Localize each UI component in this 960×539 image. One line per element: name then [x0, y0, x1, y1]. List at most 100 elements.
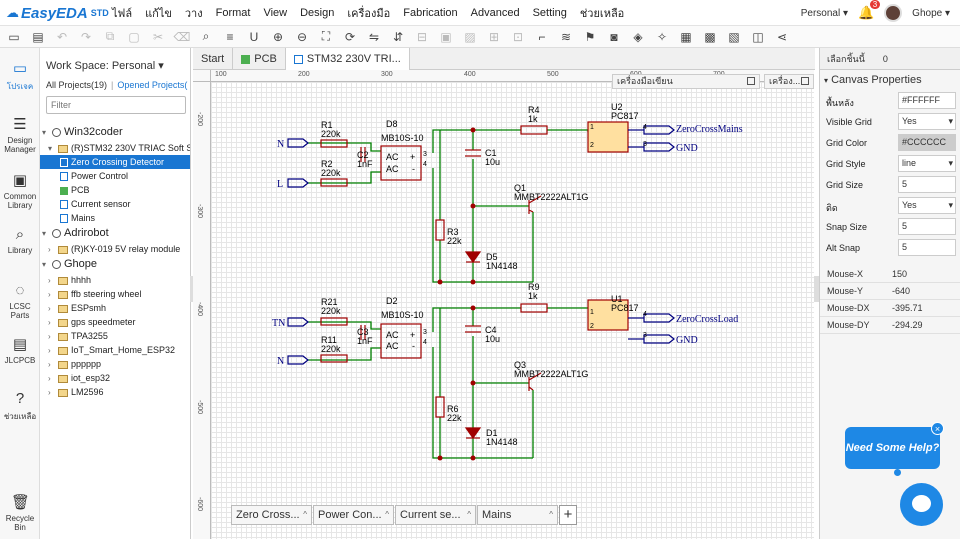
tab-pcb[interactable]: PCB [233, 48, 286, 70]
tree-item[interactable]: ›pppppp [40, 357, 190, 371]
redo-icon[interactable]: ↷ [80, 29, 92, 44]
undo-icon[interactable]: ↶ [56, 29, 68, 44]
schematic-canvas[interactable]: N L R1 220k R2 220k C2 1nF D8 MB10S-10 A… [211, 82, 814, 539]
tree-item[interactable]: Mains [40, 211, 190, 225]
tree-item[interactable]: Current sensor [40, 197, 190, 211]
menu-item[interactable]: Format [215, 7, 251, 19]
align-icon[interactable]: ⊟ [416, 29, 428, 44]
filter-input[interactable] [46, 96, 186, 114]
zoom-in-icon[interactable]: ⊕ [272, 29, 284, 44]
property-input[interactable]: 5 [898, 239, 956, 256]
tab-start[interactable]: Start [193, 48, 234, 70]
drawing-tools-window[interactable]: เครื่องมือเขียน [612, 74, 760, 89]
menu-item[interactable]: แก้ไข [145, 8, 172, 20]
tree-item[interactable]: ›iot_esp32 [40, 371, 190, 385]
menu-item[interactable]: Advanced [470, 7, 520, 19]
tree-item[interactable]: ›TPA3255 [40, 329, 190, 343]
ungroup-icon[interactable]: ⊡ [512, 29, 524, 44]
tab-all-projects[interactable]: All Projects(19) [46, 80, 108, 90]
close-icon[interactable] [801, 77, 809, 85]
copy-icon[interactable]: ⧉ [105, 29, 115, 43]
sheet-tab[interactable]: Current se...^ [395, 505, 476, 525]
tree-item[interactable]: ›(R)KY-019 5V relay module [40, 242, 190, 256]
tree-item[interactable]: PCB [40, 183, 190, 197]
menu-item[interactable]: เครื่องมือ [347, 8, 391, 20]
sheet-tab[interactable]: Mains^ [477, 505, 558, 525]
menu-item[interactable]: Fabrication [403, 7, 458, 19]
chevron-down-icon[interactable]: ▾ [42, 260, 47, 269]
rail-library[interactable]: ⌕Library [0, 226, 40, 255]
layers-icon[interactable]: ◫ [752, 29, 764, 44]
property-input[interactable]: #FFFFFF [898, 92, 956, 109]
menu-item[interactable]: View [263, 7, 288, 19]
back-icon[interactable]: ▨ [464, 29, 476, 44]
collapse-right-handle[interactable] [814, 276, 819, 302]
rotate-icon[interactable]: ⟳ [344, 29, 356, 44]
tree-item[interactable]: ▾Ghope [40, 256, 190, 273]
add-sheet-button[interactable]: + [559, 505, 577, 525]
fit-icon[interactable]: ⛶ [321, 29, 331, 43]
chat-button[interactable] [900, 483, 943, 526]
property-select[interactable]: Yes [898, 197, 956, 214]
rail-projects[interactable]: ▭โปรเจค [0, 60, 40, 93]
tree-item[interactable]: ›ffb steering wheel [40, 287, 190, 301]
save-icon[interactable]: ▭ [8, 29, 20, 44]
design-check-icon[interactable]: ◈ [633, 29, 643, 44]
search-icon[interactable]: ⌕ [202, 29, 210, 43]
chevron-right-icon[interactable]: › [48, 332, 51, 341]
chevron-right-icon[interactable]: › [48, 276, 51, 285]
chevron-right-icon[interactable]: › [48, 360, 51, 369]
close-icon[interactable] [747, 77, 755, 85]
tree-item[interactable]: ›IoT_Smart_Home_ESP32 [40, 343, 190, 357]
share-icon[interactable]: ⋖ [776, 29, 788, 44]
chevron-down-icon[interactable]: ▾ [42, 128, 47, 137]
close-icon[interactable]: × [931, 422, 944, 435]
chevron-down-icon[interactable]: ▾ [42, 229, 47, 238]
property-input[interactable]: #CCCCCC [898, 134, 956, 151]
front-icon[interactable]: ▣ [440, 29, 452, 44]
tree-item[interactable]: ▾(R)STM32 230V TRIAC Soft Sta [40, 141, 190, 155]
menu-item[interactable]: ช่วยเหลือ [579, 8, 625, 20]
chevron-right-icon[interactable]: › [48, 290, 51, 299]
chevron-down-icon[interactable]: ▾ [48, 144, 53, 153]
property-input[interactable]: 5 [898, 218, 956, 235]
image-icon[interactable]: ▧ [728, 29, 740, 44]
rail-help[interactable]: ?ช่วยเหลือ [0, 390, 40, 423]
property-select[interactable]: Yes [898, 113, 956, 130]
folder-icon[interactable]: ▤ [32, 29, 44, 44]
tree-item[interactable]: ›hhhh [40, 273, 190, 287]
update-icon[interactable]: U [249, 29, 259, 44]
sheet-tab[interactable]: Zero Cross...^ [231, 505, 312, 525]
chevron-right-icon[interactable]: › [48, 388, 51, 397]
flip-v-icon[interactable]: ⇵ [392, 29, 404, 44]
tree-item[interactable]: Power Control [40, 169, 190, 183]
flip-h-icon[interactable]: ⇋ [368, 29, 380, 44]
paste-icon[interactable]: ▢ [128, 29, 140, 44]
netflag-icon[interactable]: ⚑ [584, 29, 596, 44]
property-select[interactable]: line [898, 155, 956, 172]
properties-title[interactable]: ▾ Canvas Properties [820, 72, 960, 88]
tree-item[interactable]: Zero Crossing Detector [40, 155, 190, 169]
menu-item[interactable]: ไฟล์ [112, 8, 133, 20]
workspace-dropdown[interactable]: Work Space: Personal ▾ [46, 60, 164, 72]
rail-recycle-bin[interactable]: 🗑Recycle Bin [0, 494, 40, 532]
menu-item[interactable]: Setting [532, 7, 567, 19]
bom-icon[interactable]: ▦ [680, 29, 692, 44]
delete-icon[interactable]: ⌫ [173, 29, 191, 44]
find-replace-icon[interactable]: ≡ [226, 29, 234, 44]
camera-icon[interactable]: ◙ [610, 29, 618, 44]
bell-icon[interactable]: 🔔3 [858, 0, 881, 21]
tree-item[interactable]: ›gps speedmeter [40, 315, 190, 329]
collapse-left-handle[interactable] [190, 276, 195, 302]
rail-lcsc-parts[interactable]: ◌LCSC Parts [0, 282, 40, 320]
tree-item[interactable]: ▾Win32coder [40, 124, 190, 141]
chevron-right-icon[interactable]: › [48, 245, 51, 254]
help-bubble[interactable]: Need Some Help? [845, 427, 940, 469]
chevron-right-icon[interactable]: › [48, 346, 51, 355]
tab-opened-projects[interactable]: Opened Projects( [117, 80, 188, 90]
avatar[interactable] [884, 4, 903, 22]
tree-item[interactable]: ▾Adrirobot [40, 225, 190, 242]
rail-jlcpcb[interactable]: ▤JLCPCB [0, 336, 40, 365]
cut-icon[interactable]: ✂ [152, 29, 164, 44]
